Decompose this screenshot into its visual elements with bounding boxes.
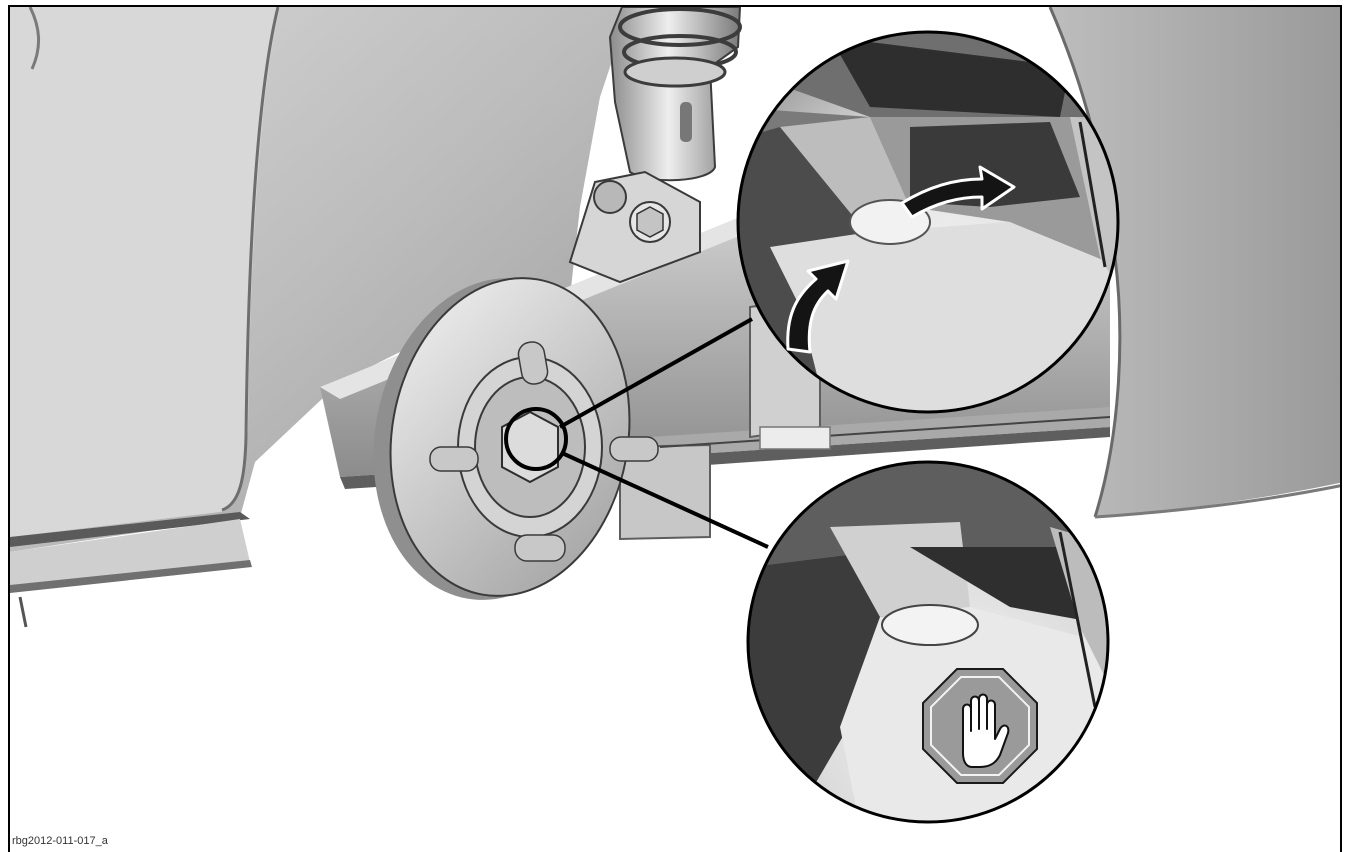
shock-absorber xyxy=(568,7,742,284)
nut-callout-circle xyxy=(504,407,568,471)
figure-caption: rbg2012-011-017_a xyxy=(12,835,108,847)
lower-detail-magnifier xyxy=(746,460,1110,824)
figure-frame xyxy=(8,5,1342,852)
second-rotation-arrow xyxy=(900,165,1016,219)
first-rotation-arrow xyxy=(786,259,850,354)
lower-leader-line xyxy=(561,451,769,549)
left-fender xyxy=(10,7,630,628)
technical-illustration xyxy=(10,7,1340,824)
stop-hand-icon xyxy=(922,668,1038,784)
wheel-studs xyxy=(429,341,659,562)
wheel-hub xyxy=(373,277,659,600)
upper-leader-line xyxy=(559,317,753,429)
